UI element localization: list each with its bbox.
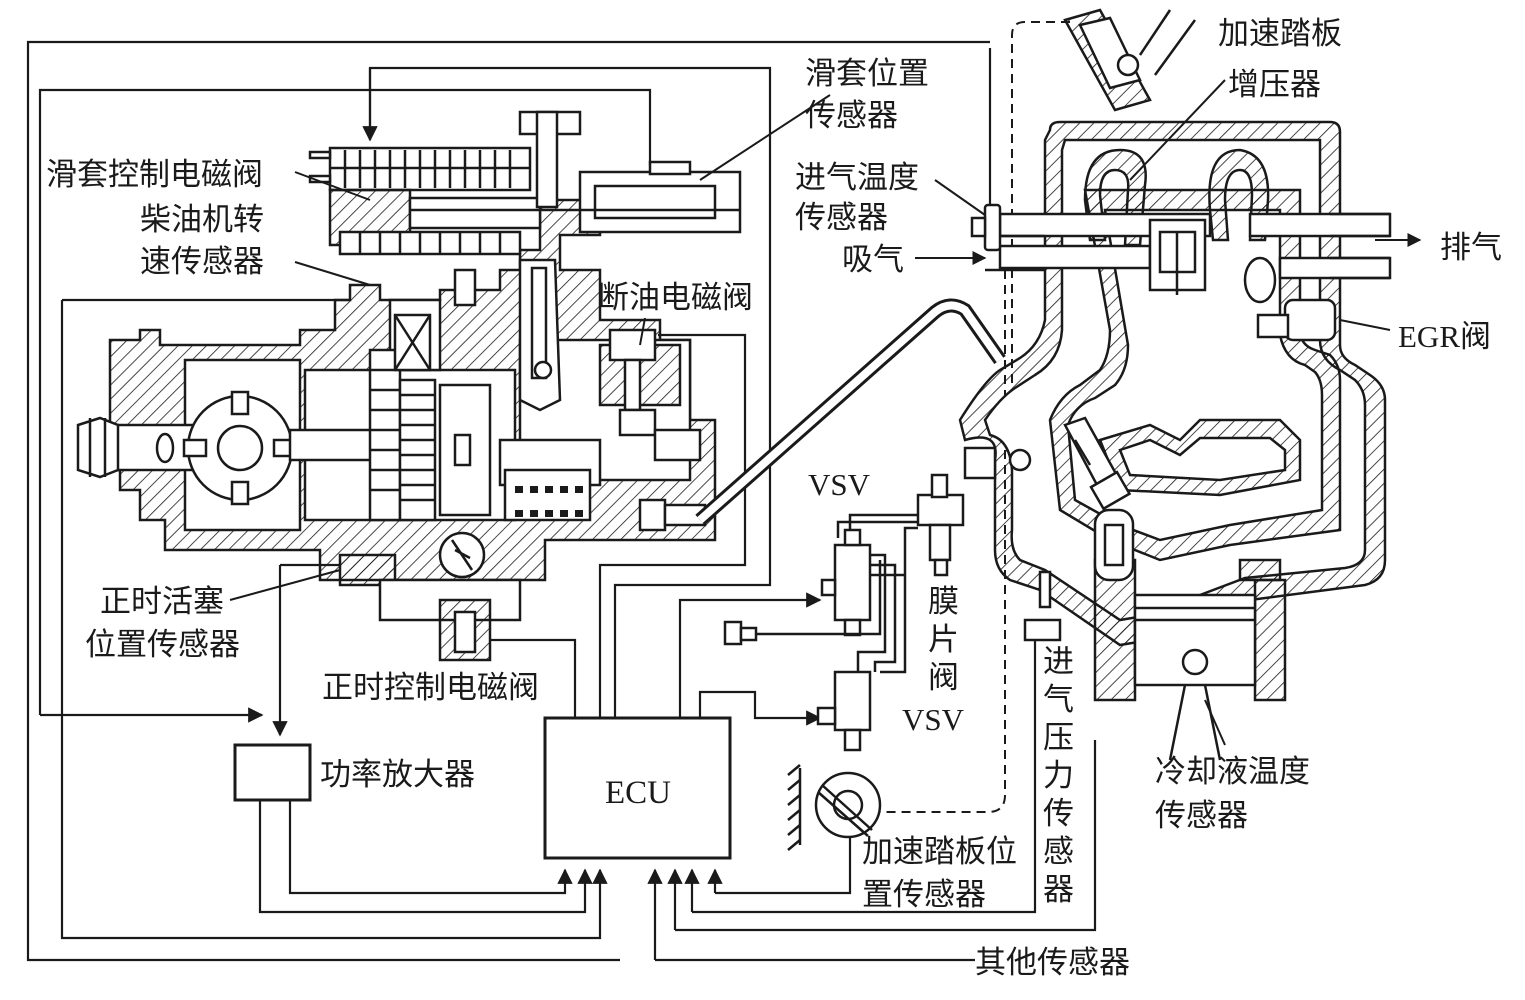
label-timing-piston-sensor-2: 位置传感器	[85, 627, 240, 663]
label-power-amplifier: 功率放大器	[320, 757, 475, 793]
label-intake-pressure-6: 感	[1043, 834, 1074, 870]
label-pedal-position-sensor-2: 置传感器	[862, 877, 986, 913]
label-intake-pressure-5: 传	[1043, 796, 1074, 832]
label-timing-piston-sensor-1: 正时活塞	[100, 584, 224, 620]
label-turbocharger: 增压器	[1228, 67, 1321, 103]
label-intake-pressure-7: 器	[1043, 872, 1074, 908]
label-intake-pressure-1: 进	[1043, 644, 1074, 680]
label-coolant-temp-sensor-2: 传感器	[1155, 798, 1248, 834]
power-amplifier-box	[233, 743, 312, 802]
label-intake-temp-sensor-1: 进气温度	[795, 160, 919, 196]
label-coolant-temp-sensor-1: 冷却液温度	[1155, 754, 1310, 790]
label-intake-temp-sensor-2: 传感器	[795, 200, 888, 236]
label-engine-speed-sensor-1: 柴油机转	[140, 202, 264, 238]
label-accelerator-pedal: 加速踏板	[1218, 16, 1342, 52]
label-intake-pressure-2: 气	[1043, 682, 1074, 718]
label-sleeve-position-sensor-2: 传感器	[805, 98, 898, 134]
vacuum-system	[723, 473, 965, 851]
engine	[958, 120, 1392, 761]
intake-temp-sensor	[970, 203, 1002, 252]
label-pedal-position-sensor-1: 加速踏板位	[862, 834, 1017, 870]
label-exhaust: 排气	[1440, 230, 1502, 266]
ecu-box	[543, 716, 732, 860]
label-engine-speed-sensor-2: 速传感器	[140, 244, 264, 280]
label-sleeve-position-sensor-1: 滑套位置	[805, 56, 929, 92]
label-sleeve-control-solenoid: 滑套控制电磁阀	[46, 157, 263, 193]
label-intake-pressure-4: 力	[1043, 758, 1074, 794]
label-vsv-bottom: VSV	[902, 702, 965, 737]
solenoid-coil-top	[330, 150, 530, 188]
label-egr-valve: EGR阀	[1398, 319, 1491, 354]
label-diaphragm-valve-3: 阀	[928, 660, 959, 696]
label-vsv-top: VSV	[808, 467, 871, 502]
leader-lines	[229, 79, 1422, 746]
ecu-label: ECU	[605, 775, 671, 811]
label-diaphragm-valve-2: 片	[928, 622, 959, 658]
label-fuel-cut-solenoid: 断油电磁阀	[598, 280, 753, 316]
accelerator-pedal	[1063, 8, 1197, 112]
label-intake-pressure-sensor: 进 气 压 力 传 感 器	[1043, 644, 1074, 908]
label-diaphragm-valve-1: 膜	[928, 584, 959, 620]
label-timing-control-solenoid: 正时控制电磁阀	[322, 670, 539, 706]
label-other-sensors: 其他传感器	[975, 945, 1130, 981]
label-intake: 吸气	[842, 242, 904, 278]
injection-pump	[76, 110, 742, 662]
wiring-harness	[26, 40, 1097, 962]
fuel-injector	[1063, 416, 1132, 511]
pedal-cable	[870, 21, 1070, 813]
label-intake-pressure-3: 压	[1043, 720, 1074, 756]
pulser-gear	[368, 348, 437, 522]
